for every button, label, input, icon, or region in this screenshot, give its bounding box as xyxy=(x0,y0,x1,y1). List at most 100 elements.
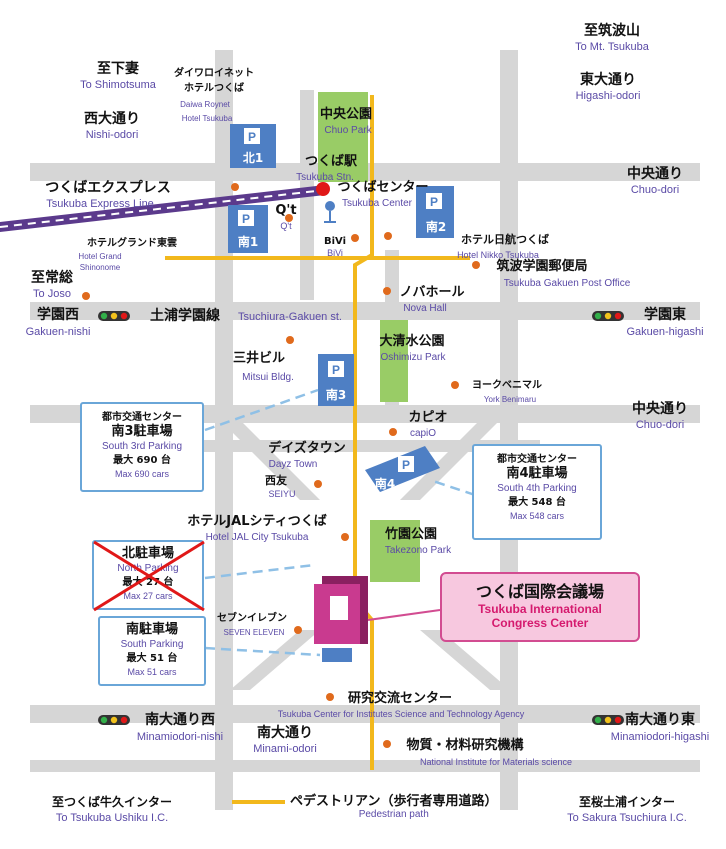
svg-text:物質・材料研究機構: 物質・材料研究機構 xyxy=(406,737,523,753)
label-en: To Tsukuba Ushiku I.C. xyxy=(56,812,168,824)
label-jp: 至桜土浦インター xyxy=(579,794,675,809)
traffic-signal-icon xyxy=(98,311,130,321)
svg-text:Shinonome: Shinonome xyxy=(80,263,121,272)
label-en: Higashi-odori xyxy=(576,90,641,102)
svg-text:ノバホール: ノバホール xyxy=(399,285,464,300)
svg-text:SEVEN ELEVEN: SEVEN ELEVEN xyxy=(224,628,285,637)
svg-text:ダイワロイネット: ダイワロイネット xyxy=(174,66,254,79)
svg-text:BiVi: BiVi xyxy=(324,236,346,247)
bus-stop-marker xyxy=(325,201,335,211)
closed-cross-icon xyxy=(93,540,205,612)
svg-text:デイズタウン: デイズタウン xyxy=(268,440,346,456)
parking-name: 南駐車場 xyxy=(125,622,178,637)
label-en: Minamiodori-nishi xyxy=(137,731,223,743)
parking-capacity: 最大 27 台 xyxy=(122,577,174,588)
parking-name: 南4駐車場 xyxy=(506,466,568,481)
parking-label: 北1 xyxy=(243,150,263,165)
label-en: Gakuen-higashi xyxy=(626,326,703,338)
svg-text:Dayz Town: Dayz Town xyxy=(269,459,318,470)
label-en: Nishi-odori xyxy=(86,129,139,141)
label-jp: 学園西 xyxy=(37,306,79,323)
traffic-signal-icon xyxy=(98,715,130,725)
svg-text:Hotel Nikko Tsukuba: Hotel Nikko Tsukuba xyxy=(457,250,539,260)
svg-text:Q't: Q't xyxy=(280,221,292,231)
parking-south4[interactable]: P 南4 xyxy=(365,446,440,492)
svg-text:Tsukuba Stn.: Tsukuba Stn. xyxy=(296,172,354,183)
svg-text:Takezono Park: Takezono Park xyxy=(385,545,452,556)
parking-south1[interactable]: P 南1 xyxy=(228,205,268,253)
parking-south2[interactable]: P 南2 xyxy=(416,186,454,238)
svg-text:BiVi: BiVi xyxy=(327,248,343,258)
parking-label: 南2 xyxy=(426,219,446,234)
label-en: To Mt. Tsukuba xyxy=(575,41,650,53)
svg-text:Oshimizu Park: Oshimizu Park xyxy=(380,352,446,363)
svg-text:ホテルグランド東雲: ホテルグランド東雲 xyxy=(87,236,177,249)
congress-center-building[interactable] xyxy=(314,576,368,662)
svg-text:セブンイレブン: セブンイレブン xyxy=(217,611,287,624)
direction-labels: 至下妻 To Shimotsuma 至筑波山 To Mt. Tsukuba 東大… xyxy=(26,22,710,824)
label-jp: 南大通り東 xyxy=(625,711,695,728)
label-en: Chuo-dori xyxy=(631,184,679,196)
svg-text:大清水公園: 大清水公園 xyxy=(379,333,444,349)
pedestrian-path xyxy=(165,95,470,770)
label-en: Gakuen-nishi xyxy=(26,326,91,338)
parking-south3[interactable]: P 南3 xyxy=(318,354,354,406)
legend-label-jp: ペデストリアン（歩行者専用道路） xyxy=(290,794,498,809)
parking-capacity: 最大 690 台 xyxy=(113,455,171,466)
takezono-park-area xyxy=(370,520,420,582)
svg-text:Tsukuba Center for Institutes: Tsukuba Center for Institutes Science an… xyxy=(278,709,525,719)
parking-p-icon: P xyxy=(402,458,410,472)
parking-connectors xyxy=(204,388,476,657)
tsukuba-express-line xyxy=(0,185,326,232)
label-en: To Joso xyxy=(33,288,71,300)
svg-text:SEIYU: SEIYU xyxy=(268,489,295,499)
svg-text:ヨークベニマル: ヨークベニマル xyxy=(472,379,542,391)
place-labels: ダイワロイネット ホテルつくば Daiwa Roynet Hotel Tsuku… xyxy=(78,66,630,767)
svg-text:Q't: Q't xyxy=(275,203,296,218)
svg-text:Hotel Tsukuba: Hotel Tsukuba xyxy=(182,114,233,123)
express-label-jp: つくばエクスプレス xyxy=(45,180,171,196)
parking-north1[interactable]: P 北1 xyxy=(230,124,276,168)
parking-name: 南3駐車場 xyxy=(111,424,173,439)
venue-name-en-line2: Congress Center xyxy=(491,616,589,630)
traffic-signal-icon xyxy=(592,311,624,321)
parking-capacity-en: Max 27 cars xyxy=(123,591,173,601)
parking-capacity-en: Max 690 cars xyxy=(114,469,170,479)
parking-label: 南1 xyxy=(238,234,258,249)
parking-capacity-en: Max 548 cars xyxy=(509,511,565,521)
svg-text:Chuo Park: Chuo Park xyxy=(324,125,372,136)
label-jp: 南大通り西 xyxy=(145,711,215,728)
venue-name-en-line1: Tsukuba International xyxy=(478,602,602,616)
svg-text:つくば駅: つくば駅 xyxy=(305,154,358,169)
label-en: To Sakura Tsuchiura I.C. xyxy=(567,812,687,824)
label-en: Chuo-dori xyxy=(636,419,684,431)
svg-text:カピオ: カピオ xyxy=(408,410,447,425)
chuo-park-area xyxy=(318,92,368,182)
label-jp: 学園東 xyxy=(644,306,686,323)
label-jp: 至筑波山 xyxy=(584,22,640,39)
venue-name: つくば国際会議場 xyxy=(475,582,604,601)
svg-text:Hotel Grand: Hotel Grand xyxy=(78,252,121,261)
south4-parking-info: 都市交通センター 南4駐車場 South 4th Parking 最大 548 … xyxy=(472,444,602,540)
legend: ペデストリアン（歩行者専用道路） Pedestrian path xyxy=(290,790,497,820)
congress-center-callout[interactable]: つくば国際会議場 Tsukuba International Congress … xyxy=(440,572,640,642)
operator-label: 都市交通センター xyxy=(102,412,182,423)
label-jp: 至下妻 xyxy=(97,60,139,77)
svg-text:Nova Hall: Nova Hall xyxy=(403,303,446,314)
traffic-signal-icon xyxy=(592,715,624,725)
parking-name-en: South 4th Parking xyxy=(497,483,577,494)
svg-text:三井ビル: 三井ビル xyxy=(233,350,285,366)
operator-label: 都市交通センター xyxy=(497,454,577,465)
svg-text:西友: 西友 xyxy=(265,473,287,487)
parking-capacity-en: Max 51 cars xyxy=(127,667,177,677)
svg-text:中央公園: 中央公園 xyxy=(320,106,372,122)
label-en: Minamiodori-higashi xyxy=(611,731,709,743)
label-jp: 南大通り xyxy=(257,724,313,741)
parking-label: 南4 xyxy=(375,476,395,491)
parking-name-en: South 3rd Parking xyxy=(101,441,183,452)
svg-text:Tsukuba Center: Tsukuba Center xyxy=(342,198,413,209)
label-jp: 至常総 xyxy=(31,269,73,286)
venue-pointer xyxy=(367,609,441,621)
svg-text:capiO: capiO xyxy=(410,428,436,439)
parking-p-icon: P xyxy=(332,363,340,377)
